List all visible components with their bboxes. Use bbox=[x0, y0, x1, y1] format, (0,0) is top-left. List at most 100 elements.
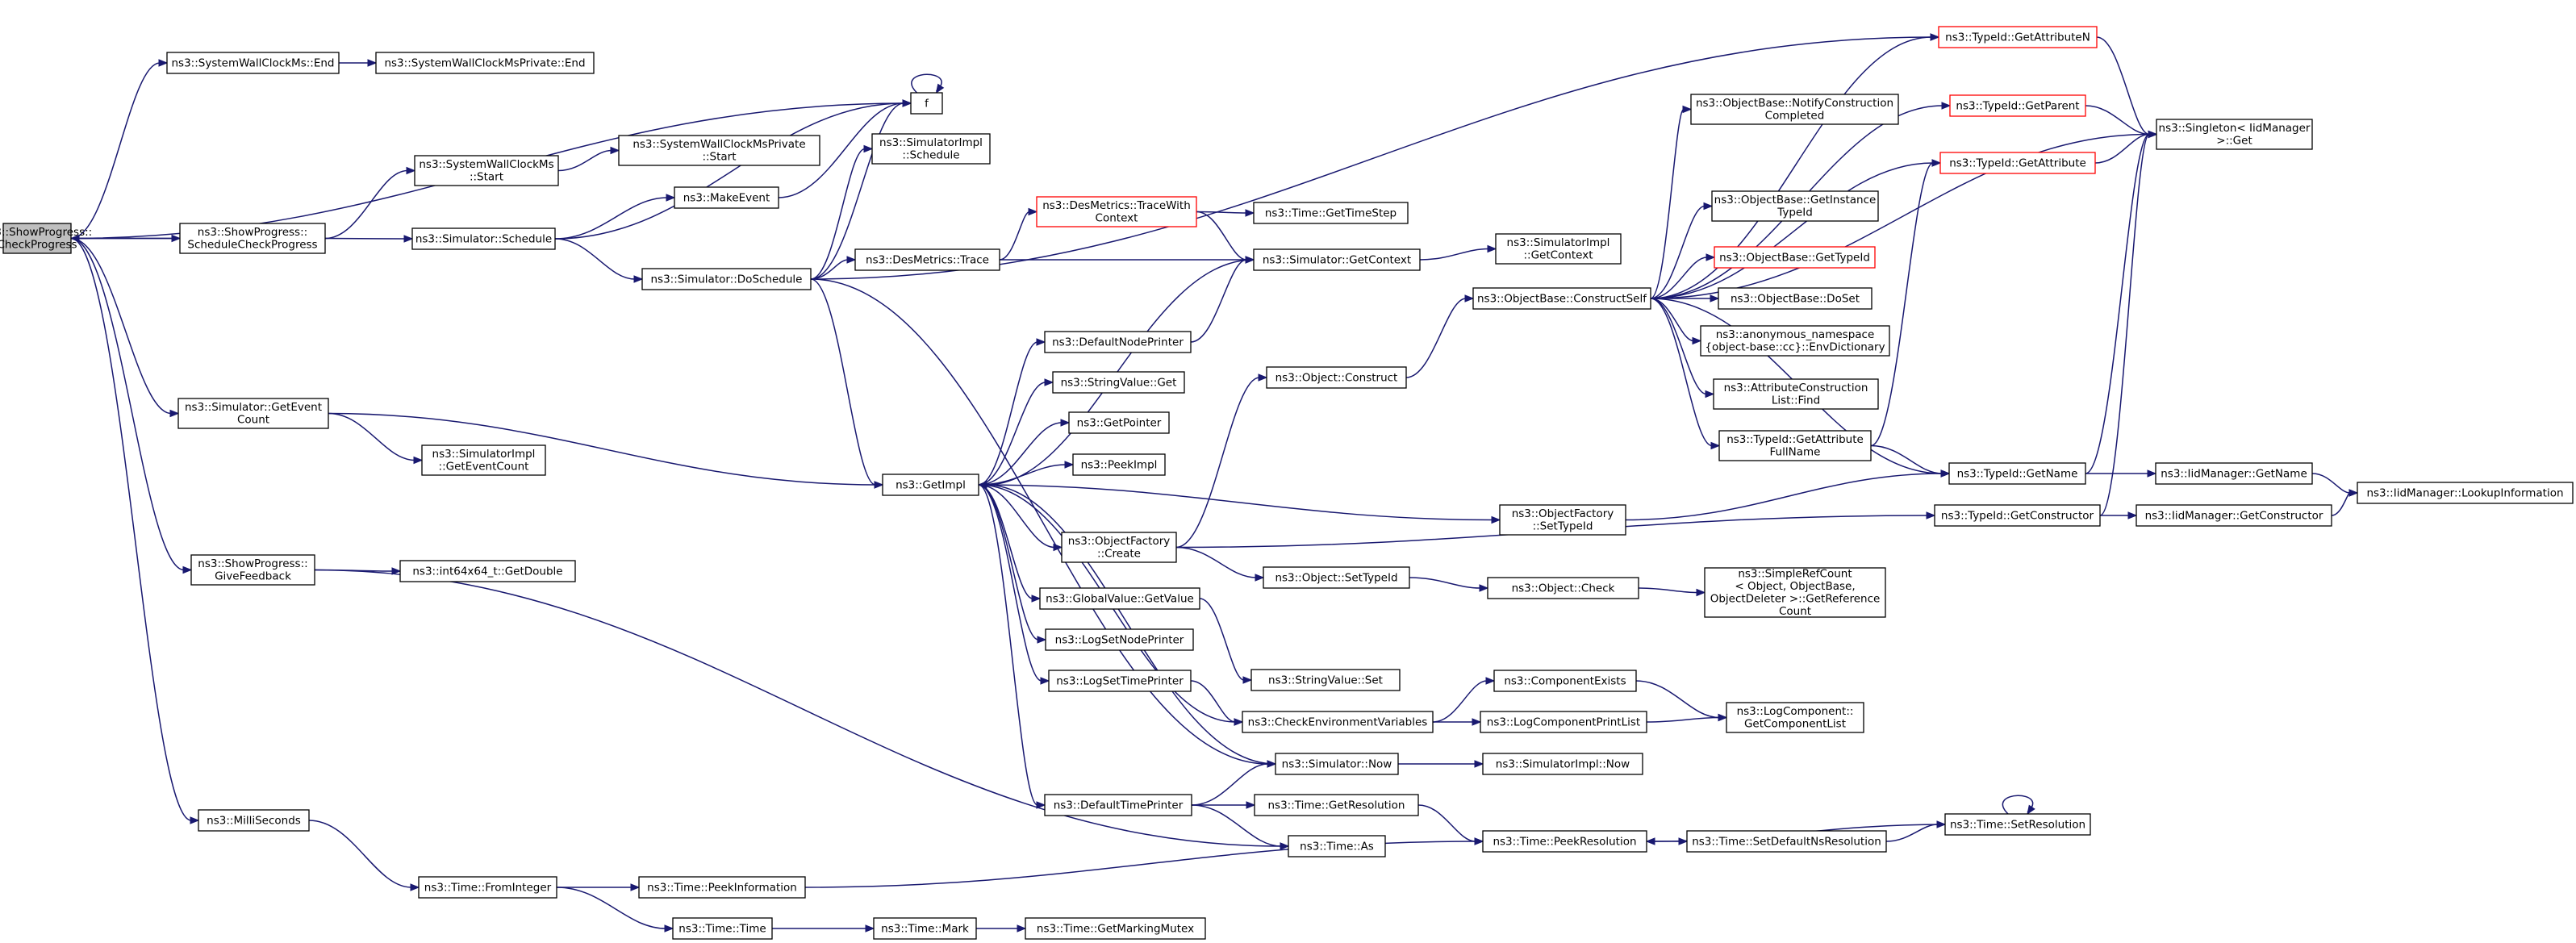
node-logSetTime[interactable]: ns3::LogSetTimePrinter bbox=[1048, 670, 1192, 692]
edge-simNow-to-simImplNow bbox=[1398, 760, 1484, 768]
node-fromInteger[interactable]: ns3::Time::FromInteger bbox=[418, 876, 557, 899]
edge-objFactSetTypeId-to-typeIdGetName bbox=[1625, 469, 1951, 521]
node-defNodePrinter[interactable]: ns3::DefaultNodePrinter bbox=[1044, 331, 1192, 353]
edge-iidGetConstructor-to-iidLookup bbox=[2331, 489, 2359, 516]
node-getPointer[interactable]: ns3::GetPointer bbox=[1068, 411, 1170, 434]
node-defTimePrinter[interactable]: ns3::DefaultTimePrinter bbox=[1044, 794, 1192, 816]
node-getTimeStep[interactable]: ns3::Time::GetTimeStep bbox=[1253, 202, 1409, 224]
node-typeIdGetAttrN[interactable]: ns3::TypeId::GetAttributeN bbox=[1938, 26, 2098, 48]
edge-arrowhead bbox=[1245, 209, 1255, 217]
node-doSet[interactable]: ns3::ObjectBase::DoSet bbox=[1718, 287, 1873, 310]
node-swcpEnd[interactable]: ns3::SystemWallClockMsPrivate::End bbox=[375, 52, 595, 74]
node-typeIdGetConstructor[interactable]: ns3::TypeId::GetConstructor bbox=[1934, 504, 2101, 527]
node-label: ns3::Time::Time bbox=[678, 922, 766, 935]
node-simImplNow[interactable]: ns3::SimulatorImpl::Now bbox=[1482, 753, 1643, 775]
node-getDouble[interactable]: ns3::int64x64_t::GetDouble bbox=[399, 560, 576, 582]
node-box bbox=[1044, 794, 1192, 816]
node-box bbox=[1254, 794, 1419, 816]
edge-arrowhead bbox=[2027, 804, 2035, 816]
node-simNow[interactable]: ns3::Simulator::Now bbox=[1275, 753, 1399, 775]
node-box bbox=[1726, 702, 1864, 733]
node-typeIdGetParent[interactable]: ns3::TypeId::GetParent bbox=[1949, 94, 2086, 117]
node-strValGet[interactable]: ns3::StringValue::Get bbox=[1052, 371, 1185, 394]
node-peekResolution[interactable]: ns3::Time::PeekResolution bbox=[1482, 830, 1647, 853]
edge-line bbox=[978, 484, 1055, 549]
node-makeEvent[interactable]: ns3::MakeEvent bbox=[674, 186, 779, 209]
node-box bbox=[1472, 287, 1651, 310]
node-logCompGetList[interactable]: ns3::LogComponent::GetComponentList bbox=[1726, 702, 1864, 733]
node-label: ns3::ObjectFactory bbox=[1512, 507, 1614, 520]
node-box bbox=[1718, 430, 1872, 461]
node-peekInfo[interactable]: ns3::Time::PeekInformation bbox=[638, 876, 806, 899]
node-envDict[interactable]: ns3::anonymous_namespace{object-base::cc… bbox=[1700, 325, 1890, 357]
node-simSchedule[interactable]: ns3::Simulator::Schedule bbox=[411, 227, 556, 250]
edge-getAttrFullName-to-typeIdGetName bbox=[1870, 444, 1951, 478]
node-box bbox=[1482, 830, 1647, 853]
node-simImplGetContext[interactable]: ns3::SimulatorImpl::GetContext bbox=[1495, 233, 1622, 265]
node-strValSet[interactable]: ns3::StringValue::Set bbox=[1250, 669, 1401, 691]
node-obGetTypeId[interactable]: ns3::ObjectBase::GetTypeId bbox=[1714, 246, 1876, 269]
node-singletonGet[interactable]: ns3::Singleton< IidManager>::Get bbox=[2156, 119, 2313, 150]
node-objConstruct[interactable]: ns3::Object::Construct bbox=[1266, 366, 1407, 389]
node-simpleRefCount[interactable]: ns3::SimpleRefCount< Object, ObjectBase,… bbox=[1704, 567, 1886, 619]
node-getMarkingMutex[interactable]: ns3::Time::GetMarkingMutex bbox=[1025, 917, 1206, 940]
node-desTrace[interactable]: ns3::DesMetrics::Trace bbox=[854, 248, 1000, 271]
edge-line bbox=[810, 278, 876, 486]
node-label: ns3::ShowProgress:: bbox=[198, 557, 307, 570]
node-iidGetConstructor[interactable]: ns3::IidManager::GetConstructor bbox=[2136, 504, 2332, 527]
node-giveFeedback[interactable]: ns3::ShowProgress::GiveFeedback bbox=[190, 554, 315, 586]
node-swcStart[interactable]: ns3::SystemWallClockMs::Start bbox=[414, 155, 559, 186]
node-typeIdGetAttr[interactable]: ns3::TypeId::GetAttribute bbox=[1939, 152, 2096, 174]
node-doSchedule[interactable]: ns3::Simulator::DoSchedule bbox=[641, 268, 812, 290]
node-box bbox=[375, 52, 595, 74]
node-label: ns3::SimulatorImpl bbox=[432, 448, 536, 461]
node-schedCheck[interactable]: ns3::ShowProgress::ScheduleCheckProgress bbox=[179, 223, 326, 254]
node-objCheck[interactable]: ns3::Object::Check bbox=[1487, 577, 1639, 599]
node-label: ns3::Time::PeekResolution bbox=[1493, 835, 1636, 848]
node-logCompPrint[interactable]: ns3::LogComponentPrintList bbox=[1480, 711, 1647, 733]
node-objFactCreate[interactable]: ns3::ObjectFactory::Create bbox=[1061, 532, 1177, 563]
node-root[interactable]: ns3::ShowProgress::CheckProgress bbox=[0, 223, 92, 254]
node-objSetTypeId[interactable]: ns3::Object::SetTypeId bbox=[1263, 566, 1410, 589]
node-globalValGet[interactable]: ns3::GlobalValue::GetValue bbox=[1039, 587, 1200, 610]
edge-arrowhead bbox=[1718, 713, 1728, 722]
node-getResolution[interactable]: ns3::Time::GetResolution bbox=[1254, 794, 1419, 816]
edge-line bbox=[2094, 133, 2150, 164]
node-checkEnv[interactable]: ns3::CheckEnvironmentVariables bbox=[1242, 711, 1434, 733]
node-label: ns3::ShowProgress:: bbox=[198, 226, 307, 239]
edge-getEventCount-to-simImplEventCount bbox=[328, 412, 424, 465]
node-typeIdGetName[interactable]: ns3::TypeId::GetName bbox=[1948, 462, 2086, 485]
node-simImplEventCount[interactable]: ns3::SimulatorImpl::GetEventCount bbox=[421, 444, 546, 476]
node-peekImpl[interactable]: ns3::PeekImpl bbox=[1072, 453, 1166, 476]
node-box bbox=[1949, 94, 2086, 117]
node-objFactSetTypeId[interactable]: ns3::ObjectFactory::SetTypeId bbox=[1499, 504, 1626, 536]
node-timeTime[interactable]: ns3::Time::Time bbox=[672, 917, 773, 940]
node-timeMark[interactable]: ns3::Time::Mark bbox=[873, 917, 977, 940]
edge-line bbox=[1432, 680, 1488, 723]
edge-arrowhead bbox=[1028, 207, 1038, 216]
node-compExists[interactable]: ns3::ComponentExists bbox=[1493, 670, 1637, 692]
node-swcEnd[interactable]: ns3::SystemWallClockMs::End bbox=[166, 52, 340, 74]
node-simImplSchedule[interactable]: ns3::SimulatorImpl::Schedule bbox=[871, 133, 991, 165]
node-logSetNode[interactable]: ns3::LogSetNodePrinter bbox=[1045, 628, 1194, 651]
node-constructSelf[interactable]: ns3::ObjectBase::ConstructSelf bbox=[1472, 287, 1651, 310]
node-timeAs[interactable]: ns3::Time::As bbox=[1288, 835, 1386, 857]
node-iidLookup[interactable]: ns3::IidManager::LookupInformation bbox=[2357, 482, 2574, 504]
node-f[interactable]: f bbox=[910, 92, 943, 115]
node-notifyConstruction[interactable]: ns3::ObjectBase::NotifyConstructionCompl… bbox=[1690, 94, 1899, 125]
node-label: CheckProgress bbox=[0, 239, 77, 252]
node-box bbox=[1025, 917, 1206, 940]
node-box bbox=[1482, 753, 1643, 775]
node-getEventCount[interactable]: ns3::Simulator::GetEventCount bbox=[177, 398, 329, 429]
node-getContext[interactable]: ns3::Simulator::GetContext bbox=[1253, 248, 1421, 271]
node-getImpl[interactable]: ns3::GetImpl bbox=[882, 474, 979, 496]
node-iidGetName[interactable]: ns3::IidManager::GetName bbox=[2155, 462, 2313, 485]
node-setResolution[interactable]: ns3::Time::SetResolution bbox=[1944, 813, 2091, 836]
node-swcpStart[interactable]: ns3::SystemWallClockMsPrivate::Start bbox=[618, 135, 820, 166]
node-setDefaultNsRes[interactable]: ns3::Time::SetDefaultNsResolution bbox=[1686, 830, 1887, 853]
node-milliSeconds[interactable]: ns3::MilliSeconds bbox=[198, 809, 310, 832]
